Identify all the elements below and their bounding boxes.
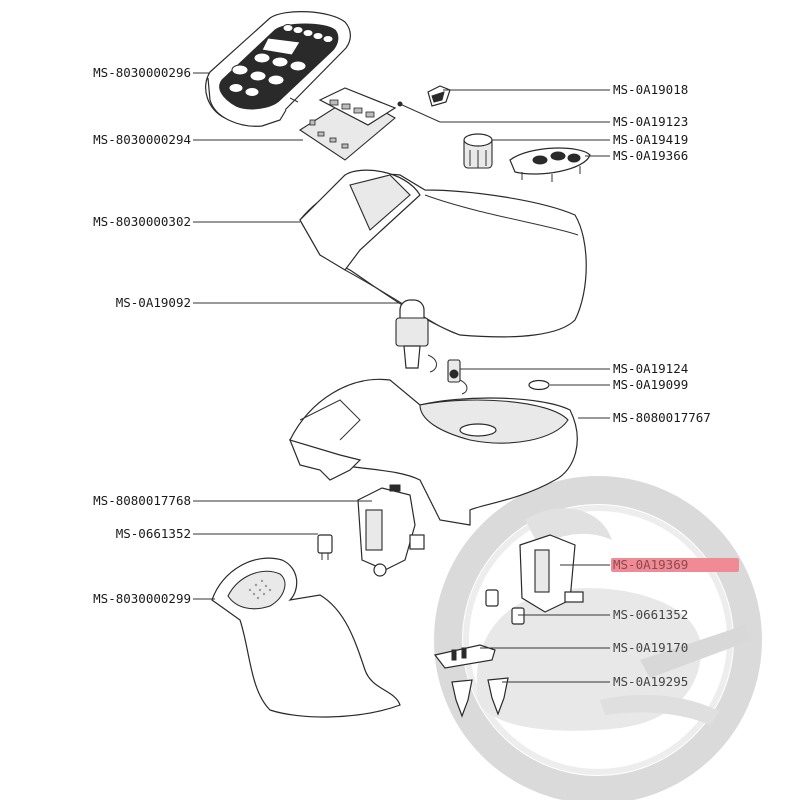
base-housing[interactable] — [288, 378, 578, 526]
label-ms-0a19018[interactable]: MS-0A19018 — [613, 82, 689, 97]
label-ms-0661352-right[interactable]: MS-0661352 — [613, 607, 689, 622]
wire-part[interactable] — [397, 101, 441, 123]
power-board-bracket[interactable] — [357, 484, 425, 577]
terminal-clips[interactable] — [451, 677, 509, 718]
leader-lines-right — [440, 89, 610, 683]
label-ms-8080017768[interactable]: MS-8080017768 — [93, 493, 191, 508]
clip-part[interactable] — [427, 85, 451, 107]
heater-unit[interactable] — [395, 299, 437, 373]
lid-housing[interactable] — [299, 169, 587, 338]
leader-lines-left — [193, 72, 400, 600]
micro-switch-left[interactable] — [317, 534, 333, 560]
temperature-sensor[interactable] — [447, 359, 468, 395]
triac-board-assembly[interactable] — [519, 534, 584, 613]
selector-knob[interactable] — [463, 133, 493, 169]
label-ms-0a19295[interactable]: MS-0A19295 — [613, 674, 689, 689]
label-ms-0a19099[interactable]: MS-0A19099 — [613, 377, 689, 392]
label-ms-0a19123[interactable]: MS-0A19123 — [613, 114, 689, 129]
micro-switch-right[interactable] — [485, 589, 525, 625]
label-ms-8030000296[interactable]: MS-8030000296 — [93, 65, 191, 80]
button-board[interactable] — [509, 147, 591, 182]
label-ms-0a19170[interactable]: MS-0A19170 — [613, 640, 689, 655]
label-ms-0a19419[interactable]: MS-0A19419 — [613, 132, 689, 147]
label-ms-8030000299[interactable]: MS-8030000299 — [93, 591, 191, 606]
label-ms-8080017767[interactable]: MS-8080017767 — [613, 410, 711, 425]
connector-strip[interactable] — [433, 644, 496, 669]
control-board[interactable] — [289, 87, 397, 161]
watermark-logo — [434, 476, 762, 804]
label-ms-0a19369-highlighted[interactable]: MS-0A19369 — [611, 558, 739, 572]
bowl-jug[interactable] — [211, 557, 401, 718]
gasket-disc[interactable] — [528, 379, 550, 391]
label-ms-8030000294[interactable]: MS-8030000294 — [93, 132, 191, 147]
label-ms-0a19366[interactable]: MS-0A19366 — [613, 148, 689, 163]
label-ms-0661352-left[interactable]: MS-0661352 — [115, 526, 191, 541]
label-ms-0a19092[interactable]: MS-0A19092 — [115, 295, 191, 310]
control-panel-cover[interactable] — [205, 11, 351, 127]
label-ms-0a19124[interactable]: MS-0A19124 — [613, 361, 689, 376]
label-ms-8030000302[interactable]: MS-8030000302 — [93, 214, 191, 229]
